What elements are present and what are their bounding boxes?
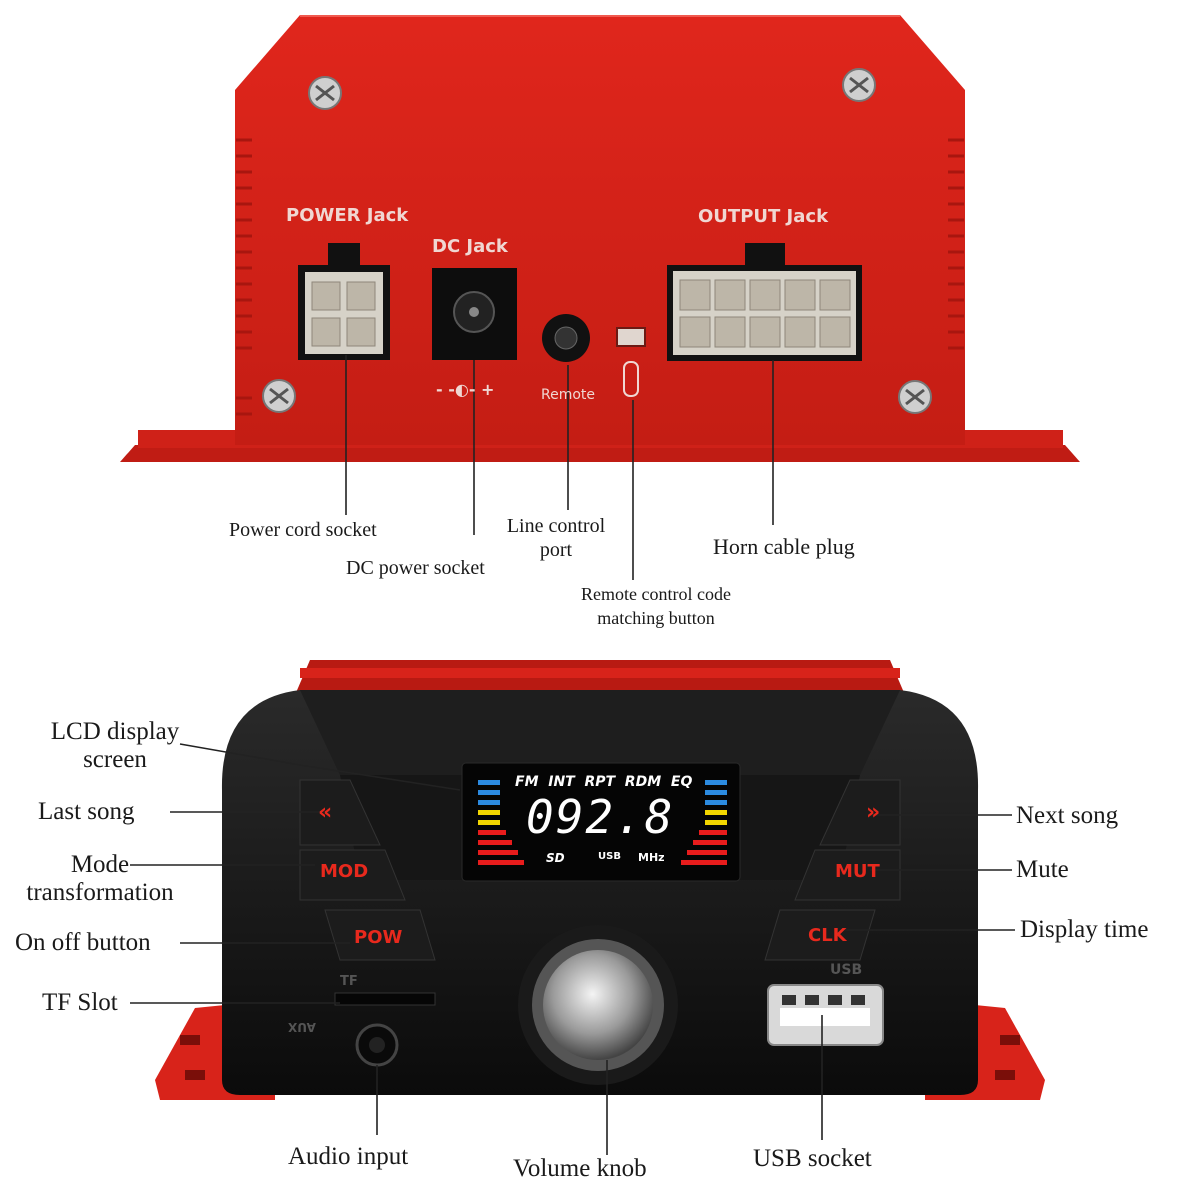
power-button: POW [354,927,403,948]
lcd-sd-indicator: SD [546,851,565,865]
tf-slot-label: TF [340,974,358,989]
lcd-frequency: 092.8 [526,790,675,844]
front-chassis-top [295,660,905,695]
volume-knob [518,925,678,1085]
remote-pairing-button [616,327,646,397]
callout-remote-code-line2: matching button [597,608,715,628]
callout-lcd-display: LCD display screen [40,718,190,774]
callout-mute: Mute [1016,856,1069,883]
dc-jack-label: DC Jack [432,236,508,257]
callout-mode-line2: transformation [26,879,174,906]
callout-lcd-display-line1: LCD display [50,718,180,745]
mode-button: MOD [320,861,369,882]
callout-last-song: Last song [38,798,135,825]
rear-fins-left [236,138,252,416]
callout-power-cord-socket: Power cord socket [229,519,377,541]
usb-port-label: USB [830,962,863,978]
lcd-mode-indicators: FM INT RPT RDM EQ [515,774,693,790]
rear-screw-top-right [842,68,876,102]
callout-line-control-port-line1: Line control [506,515,606,537]
power-jack-connector [298,243,390,360]
callout-remote-code-line1: Remote control code [581,584,731,604]
callout-usb-socket: USB socket [753,1145,872,1172]
dc-polarity-label: - -◐- + [436,380,495,399]
callout-remote-code-button: Remote control code matching button [556,582,756,630]
lcd-screen [461,762,741,882]
callout-mode-line1: Mode [70,851,130,878]
callout-lcd-display-line2: screen [83,746,147,773]
front-button-shapes [299,779,901,961]
prev-track-button: « [318,800,333,825]
callout-mode-transformation: Mode transformation [10,851,190,907]
rear-screw-bottom-left [262,379,296,413]
output-jack-label: OUTPUT Jack [698,206,829,227]
callout-line-control-port-line2: port [539,539,573,561]
rear-screw-top-left [308,76,342,110]
rear-fins-right [948,138,964,350]
callout-tf-slot: TF Slot [42,989,118,1016]
rear-screw-bottom-right [898,380,932,414]
lcd-spectrum-right [681,780,727,865]
lcd-usb-indicator: USB [598,851,621,862]
callout-volume-knob: Volume knob [513,1155,647,1182]
mute-button: MUT [835,861,880,882]
remote-label: Remote [541,387,596,403]
aux-port-label: AUX [288,1020,316,1034]
callout-next-song: Next song [1016,802,1119,829]
usb-port [767,984,884,1046]
tf-card-slot [334,992,436,1006]
callout-horn-cable-plug: Horn cable plug [713,534,855,559]
lcd-mhz-indicator: MHz [638,851,665,864]
power-jack-label: POWER Jack [286,205,409,226]
output-jack-connector [667,243,862,361]
dc-jack-socket [432,268,517,360]
clock-button: CLK [808,925,847,946]
next-track-button: » [866,800,881,825]
callout-on-off-button: On off button [15,929,151,956]
callout-display-time: Display time [1020,916,1149,943]
lcd-spectrum-left [478,780,524,865]
callout-line-control-port: Line control port [496,514,616,562]
line-control-port [542,314,590,362]
aux-jack [355,1023,399,1067]
callout-dc-power-socket: DC power socket [346,557,485,579]
callout-audio-input: Audio input [288,1143,409,1170]
leader-lines [130,355,1015,1155]
